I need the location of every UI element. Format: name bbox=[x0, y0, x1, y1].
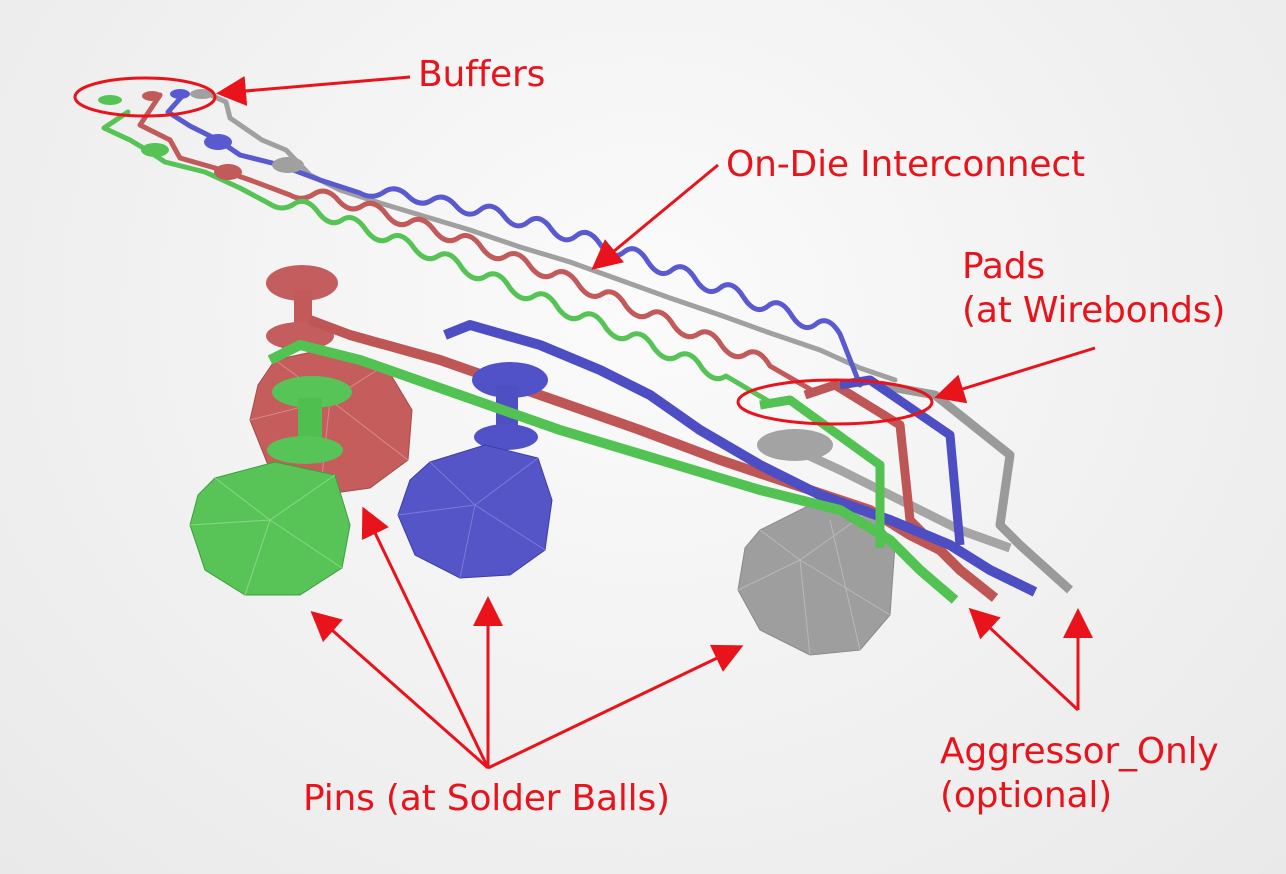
pins-arrow-green bbox=[310, 611, 489, 770]
on-die-interconnect-label: On-Die Interconnect bbox=[726, 144, 1085, 185]
on-die-trace-gray bbox=[203, 90, 898, 383]
solder-ball-blue-facets bbox=[397, 457, 546, 579]
buffers-label: Buffers bbox=[418, 54, 546, 95]
pads-arrow bbox=[934, 346, 1096, 404]
package-trace-gray-2 bbox=[773, 435, 1012, 553]
on-die-trace-green bbox=[101, 109, 773, 405]
package-trace-green bbox=[267, 340, 959, 604]
pad-top-blue bbox=[472, 362, 548, 398]
solder-ball-gray-facets bbox=[737, 509, 891, 656]
pads-label-line1: Pads bbox=[962, 246, 1045, 287]
via-gray bbox=[757, 429, 833, 461]
pads-label-line2: (at Wirebonds) bbox=[962, 290, 1226, 331]
aggressor-arrow-left bbox=[968, 607, 1080, 712]
package-riser-green bbox=[759, 395, 885, 548]
solder-ball-blue bbox=[397, 444, 553, 579]
aggressor-only-label: Aggressor_Only (optional) bbox=[940, 730, 1219, 818]
aggressor-label-line1: Aggressor_Only bbox=[940, 731, 1219, 772]
pads-label: Pads (at Wirebonds) bbox=[962, 245, 1225, 333]
buffer-blue bbox=[170, 89, 190, 99]
on-die-arrow bbox=[591, 163, 719, 270]
buffer-red bbox=[142, 91, 162, 101]
package-riser-blue bbox=[839, 375, 965, 546]
on-die-interconnect bbox=[98, 89, 898, 405]
via-pad-red bbox=[266, 322, 334, 350]
driver-red bbox=[214, 164, 242, 180]
pins-arrow-red bbox=[361, 506, 490, 769]
via-pad-blue bbox=[474, 424, 538, 450]
aggressor-label-line2: (optional) bbox=[940, 775, 1112, 816]
pad-top-red bbox=[266, 265, 338, 301]
solder-ball-green bbox=[189, 461, 351, 596]
pads-highlight-ellipse bbox=[736, 378, 934, 426]
package-trace-blue bbox=[443, 320, 1038, 597]
net-green bbox=[189, 340, 959, 604]
net-blue bbox=[397, 320, 1038, 597]
on-die-trace-blue bbox=[165, 90, 863, 388]
annotations bbox=[73, 75, 1096, 770]
buffers-arrow bbox=[216, 75, 411, 106]
driver-blue bbox=[204, 134, 232, 150]
driver-gray bbox=[272, 157, 304, 173]
buffers-highlight-ellipse bbox=[73, 76, 217, 118]
buffer-green bbox=[98, 95, 122, 105]
buffer-gray bbox=[190, 89, 214, 99]
solder-ball-green-facets bbox=[189, 474, 343, 596]
pins-arrow-gray bbox=[487, 644, 744, 770]
pad-top-green bbox=[272, 376, 352, 408]
pins-label: Pins (at Solder Balls) bbox=[303, 778, 670, 819]
driver-green bbox=[141, 143, 169, 157]
on-die-trace-red bbox=[137, 92, 818, 395]
via-pad-green bbox=[267, 436, 343, 464]
package-trace-red bbox=[308, 315, 999, 602]
